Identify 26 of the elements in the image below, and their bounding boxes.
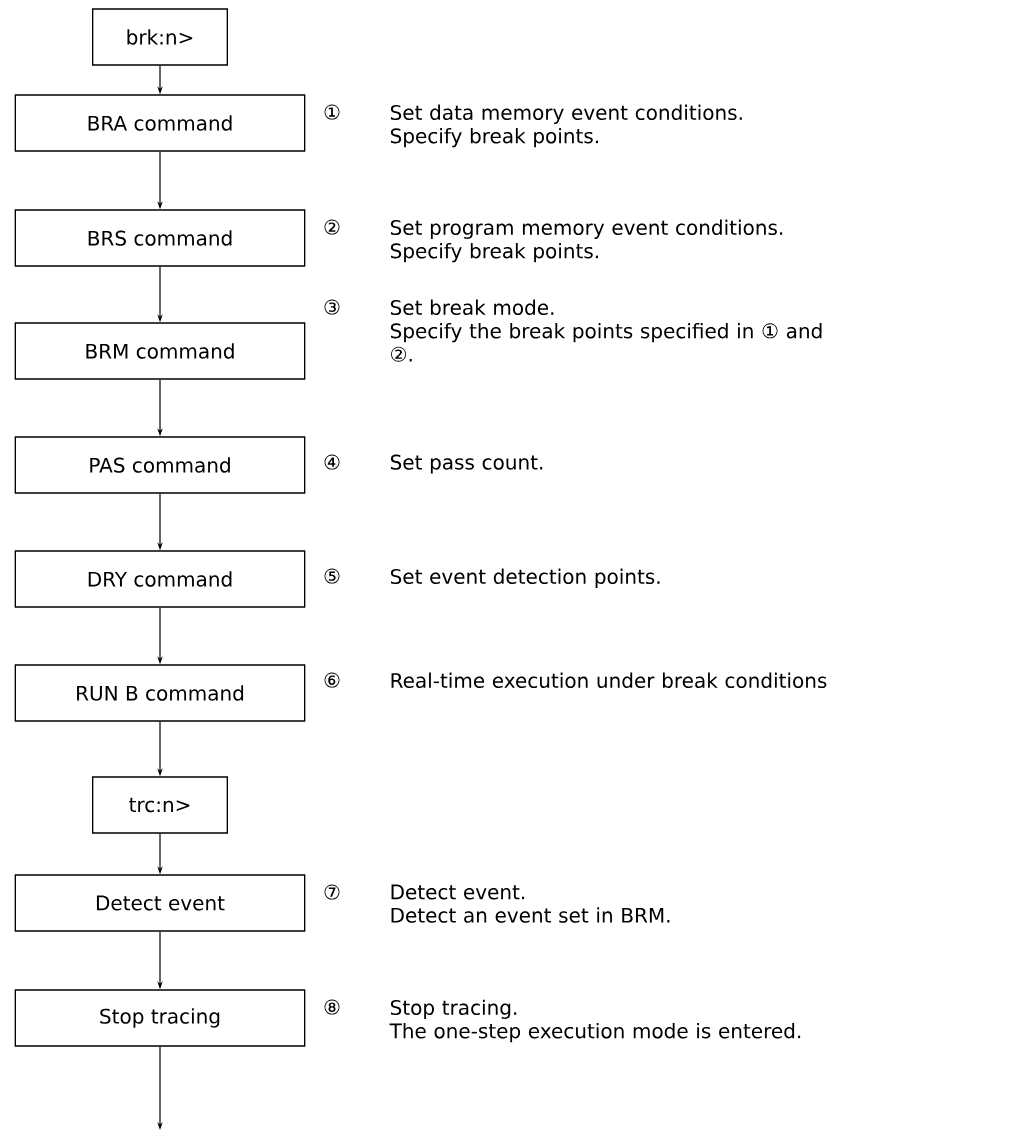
step-description: Set event detection points. [390,568,660,588]
step-description: Set program memory event conditions. Specify break points. [390,219,783,263]
step-number: ⑥ [324,672,340,688]
process-box: BRA command [14,94,306,152]
step-number: ① [324,104,340,120]
process-box: DRY command [14,550,306,608]
process-box: RUN B command [14,664,306,722]
process-box: BRS command [14,209,306,267]
step-description: Set pass count. [390,454,543,474]
step-description: Set break mode. Specify the break points specified in ① and ②. [390,299,822,362]
step-description: Real-time execution under break conditions [391,672,827,689]
process-box: trc:n> [92,776,228,834]
process-box: brk:n> [92,8,228,66]
step-number: ② [324,219,340,235]
step-number: ⑤ [324,568,340,584]
process-box: Detect event [14,874,306,932]
process-box: BRM command [14,322,306,380]
step-number: ③ [324,299,340,315]
step-description: Set data memory event conditions. Specify break points. [390,104,742,148]
step-description: Detect event. Detect an event set in BRM. [391,884,670,923]
step-number: ⑦ [324,884,340,900]
process-box: PAS command [14,436,306,494]
step-description: Stop tracing. The one-step execution mode is entered. [389,999,801,1043]
process-box: Stop tracing [14,989,306,1047]
step-number: ④ [324,454,340,470]
step-number: ⑧ [324,999,340,1015]
